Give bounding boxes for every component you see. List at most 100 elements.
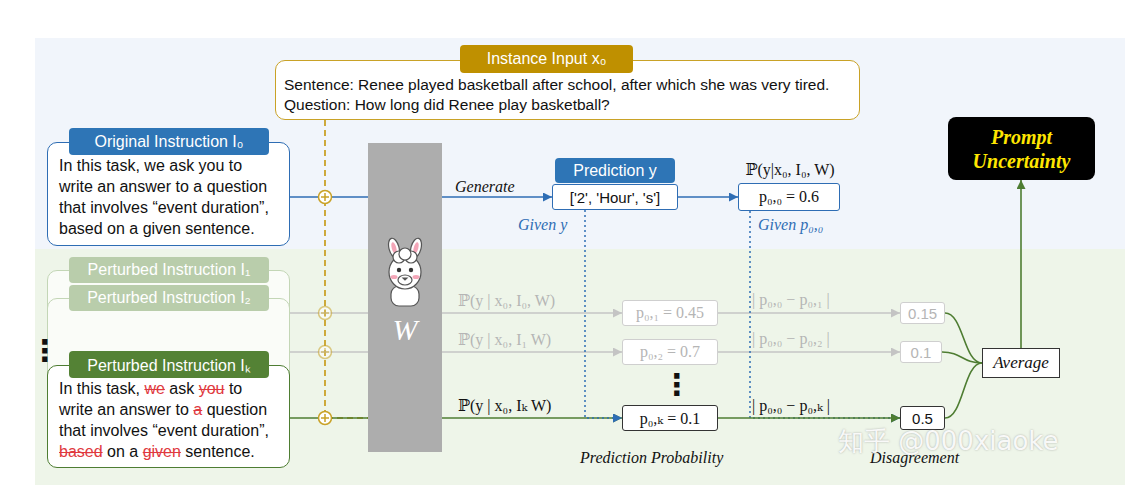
probability-arrow [442, 312, 622, 314]
edge-label: Given p₀,₀ [758, 216, 823, 234]
instruction-word: question [207, 401, 268, 418]
watermark: 知乎 @000xiaoke [838, 424, 1058, 459]
edge-label: | p₀,₀ − p₀,₁ | [752, 291, 830, 309]
instruction-word: to [229, 380, 242, 397]
instruction-word: answer [119, 401, 171, 418]
instruction-word: sentence. [185, 443, 254, 460]
ellipsis-mark: ⋮ [30, 336, 60, 366]
instruction-word: we [144, 380, 164, 397]
llama-snout [398, 275, 412, 285]
edge-label: Generate [455, 178, 515, 196]
join-symbols [319, 191, 332, 425]
instruction-word: write [59, 401, 93, 418]
instruction-word: an [97, 401, 115, 418]
llama-cheek [413, 275, 420, 279]
instruction-word: you [199, 380, 225, 397]
average-label: Average [983, 349, 1059, 377]
plus-circle [319, 191, 332, 204]
edge-label: ℙ(y | x₀, I₁ W) [458, 330, 551, 349]
disagreement-arrow [718, 351, 900, 353]
brace-line [945, 363, 982, 418]
perturbed-tag: Perturbed Instruction Iₖ [69, 351, 269, 378]
prediction-box: Prediction y['2', 'Hour', 's'] [552, 184, 678, 210]
probability-box: p₀,₂ = 0.7 [622, 339, 718, 365]
instruction-word: on [107, 443, 125, 460]
disagreement-box: 0.15 [900, 302, 945, 324]
disagreement-value: 0.15 [901, 303, 944, 323]
edge-label: ℙ(y | x₀, Iₖ W) [458, 396, 551, 415]
axis-caption: Prediction Probability [580, 449, 723, 467]
probability-arrow [678, 196, 738, 198]
model-label: W [368, 143, 442, 347]
probability-arrow [442, 417, 622, 419]
plus-circle [319, 346, 332, 359]
brace-line [942, 352, 982, 363]
instruction-word: duration”, [201, 422, 269, 439]
generate-arrow [442, 196, 552, 198]
instruction-word: a [129, 443, 138, 460]
average-box: Average [982, 348, 1060, 378]
probability-formula: ℙ(y|x₀, I₀, W) [731, 158, 849, 180]
input-merge-line [325, 120, 368, 418]
instruction-tag: Original Instruction I₀ [69, 128, 269, 155]
probability-box: ℙ(y|x₀, I₀, W)p₀,₀ = 0.6 [738, 183, 840, 211]
llama-nose [403, 278, 407, 280]
llama-eye [409, 268, 413, 272]
result-arrow [1020, 180, 1022, 348]
llama-cheek [391, 275, 398, 279]
lower-panel [35, 249, 1125, 485]
instruction-word: ask [169, 380, 194, 397]
result-box: Prompt Uncertainty [948, 117, 1095, 180]
disagreement-value: 0.1 [901, 342, 941, 362]
edge-label: | p₀,₀ − p₀,ₖ | [752, 396, 830, 415]
input-box: Instance Input x₀Sentence: Renee played … [275, 60, 860, 120]
disagreement-value: 0.5 [901, 407, 944, 429]
edge-label: Given y [518, 216, 567, 234]
edge-label: ℙ(y | x₀, I₀, W) [458, 291, 555, 310]
llama-illustration [387, 237, 424, 306]
instruction-box: Original Instruction I₀In this task, we … [47, 142, 290, 246]
instruction-word: involves [90, 422, 148, 439]
instruction-word: task, [106, 380, 140, 397]
instruction-word: “event [152, 422, 196, 439]
instruction-word: based [59, 443, 103, 460]
upper-panel [35, 38, 1125, 249]
probability-value: p₀,₁ = 0.45 [623, 301, 717, 325]
disagreement-box: 0.1 [900, 341, 942, 363]
disagreement-box: 0.5 [900, 406, 945, 430]
perturbed-box: Perturbed Instruction IₖIn this task, we… [47, 365, 290, 468]
brace-line [945, 313, 982, 363]
instruction-word: a [193, 401, 202, 418]
probability-value: p₀,ₖ = 0.1 [623, 406, 717, 430]
disagreement-arrow [718, 312, 900, 314]
llama-fluff [399, 248, 411, 260]
plus-circle [319, 307, 332, 320]
ellipsis-mark: ⋮ [662, 370, 692, 400]
perturbed-tag: Perturbed Instruction I₁ [69, 257, 269, 283]
probability-arrow [442, 351, 622, 353]
given-arrow [585, 210, 622, 418]
llama-eye [397, 268, 401, 272]
axis-caption: Disagreement [870, 449, 959, 467]
probability-box: p₀,ₖ = 0.1 [622, 405, 718, 431]
prediction-tag: Prediction y [555, 158, 675, 183]
perturbed-text: In this task, we ask you to write an ans… [48, 366, 289, 462]
instruction-word: to [176, 401, 189, 418]
prediction-text: ['2', 'Hour', 's'] [553, 185, 677, 209]
edge-label: | p₀,₀ − p₀,₂ | [752, 330, 830, 348]
instruction-word: In [59, 380, 72, 397]
instruction-word: given [143, 443, 181, 460]
plus-circle [319, 412, 332, 425]
given-arrow [750, 211, 900, 418]
input-tag: Instance Input x₀ [460, 45, 633, 73]
instruction-text: In this task, we ask you to write an ans… [48, 143, 289, 239]
connector-group [290, 120, 1021, 418]
probability-value: p₀,₀ = 0.6 [739, 184, 839, 210]
perturbed-tag: Perturbed Instruction I₂ [69, 285, 269, 311]
instruction-word: this [77, 380, 102, 397]
